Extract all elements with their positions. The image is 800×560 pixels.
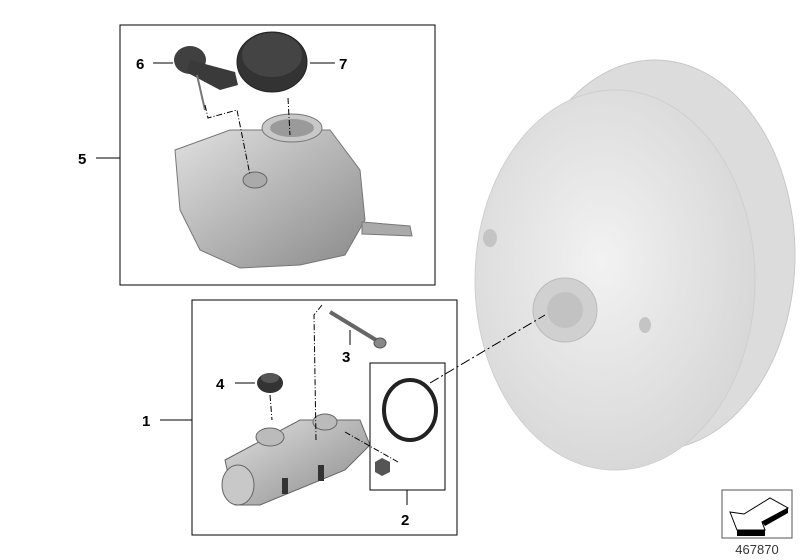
assembly-line-7	[287, 97, 291, 136]
nut[interactable]	[375, 458, 390, 476]
o-ring[interactable]	[382, 378, 438, 442]
sealing-grommet[interactable]	[257, 373, 283, 393]
assembly-line-booster	[429, 314, 546, 384]
assembly-line-3	[313, 304, 323, 441]
assembly-line-2	[344, 431, 399, 463]
callout-3[interactable]: 3	[342, 349, 350, 366]
master-cylinder-group-frame	[191, 299, 458, 536]
callout-2[interactable]: 2	[401, 512, 409, 529]
callout-4[interactable]: 4	[216, 376, 225, 393]
arrow-back-icon[interactable]	[721, 489, 793, 539]
filler-cap[interactable]	[236, 31, 308, 93]
level-sensor[interactable]	[174, 46, 238, 111]
master-cylinder[interactable]	[221, 413, 371, 506]
reservoir-group-frame	[119, 24, 436, 286]
reference-number: 467870	[735, 542, 778, 557]
screw[interactable]	[328, 310, 387, 349]
callout-1[interactable]: 1	[142, 413, 150, 430]
brake-booster[interactable]	[474, 59, 796, 471]
assembly-line-4	[269, 394, 273, 421]
expansion-tank[interactable]	[174, 113, 413, 269]
callout-7[interactable]: 7	[339, 56, 347, 73]
callout-5[interactable]: 5	[78, 151, 86, 168]
callout-6[interactable]: 6	[136, 56, 144, 73]
